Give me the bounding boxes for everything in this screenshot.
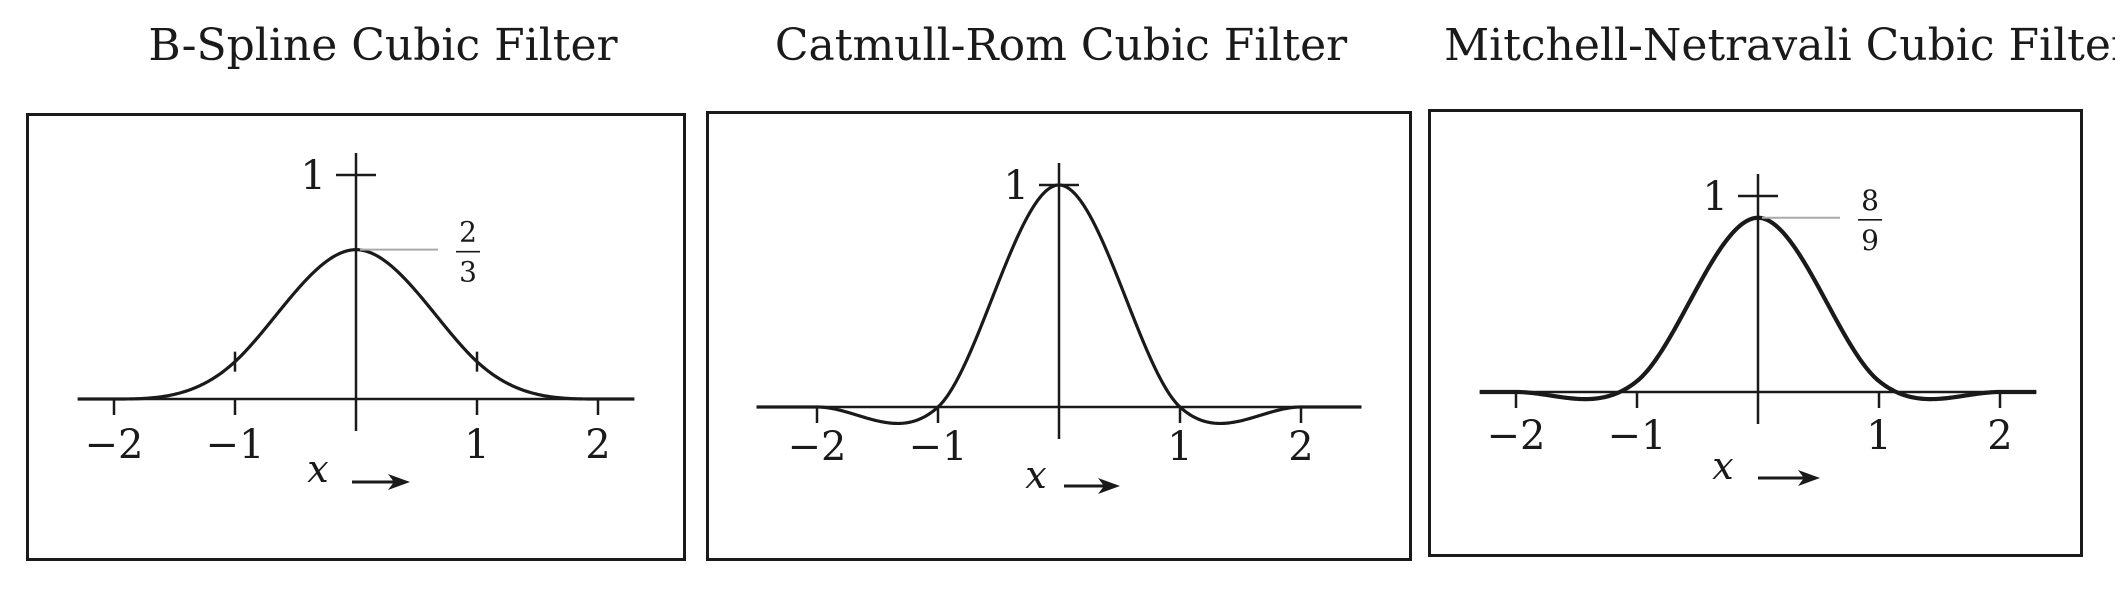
x-tick-label: 1 [464,422,489,468]
title-catmull-rom: Catmull-Rom Cubic Filter [774,20,1348,71]
peak-denominator: 3 [459,256,477,289]
peak-numerator: 8 [1861,184,1879,217]
x-arrow-head [1098,478,1120,494]
x-tick-label: −1 [909,424,968,470]
x-tick-label: −2 [85,422,144,468]
peak-denominator: 9 [1861,224,1879,257]
x-tick-label: 1 [1866,413,1891,459]
x-tick-label: −2 [788,424,847,470]
filter-curve [77,248,635,401]
x-tick-label: −1 [206,422,265,468]
x-tick-label: 1 [1167,424,1192,470]
x-tick-label: 2 [1987,413,2012,459]
x-arrow-head [1798,470,1820,486]
panel-mitchell-netravali [1428,109,2083,557]
x-tick-label: 2 [1288,424,1313,470]
filter-curve [756,183,1362,426]
y-tick-label: 1 [1703,174,1728,220]
peak-numerator: 2 [459,216,477,249]
x-tick-label: 2 [585,422,610,468]
filter-curve [1478,215,2038,402]
title-bspline: B-Spline Cubic Filter [148,20,618,71]
y-tick-label: 1 [1004,163,1029,209]
x-axis-label: x [1025,453,1046,497]
x-tick-label: −1 [1608,413,1667,459]
x-tick-label: −2 [1487,413,1546,459]
x-arrow-head [388,474,410,490]
x-axis-label: x [1712,444,1733,488]
x-axis-label: x [307,447,328,491]
title-mitchell-netravali: Mitchell-Netravali Cubic Filter [1444,20,2115,71]
y-tick-label: 1 [301,153,326,199]
